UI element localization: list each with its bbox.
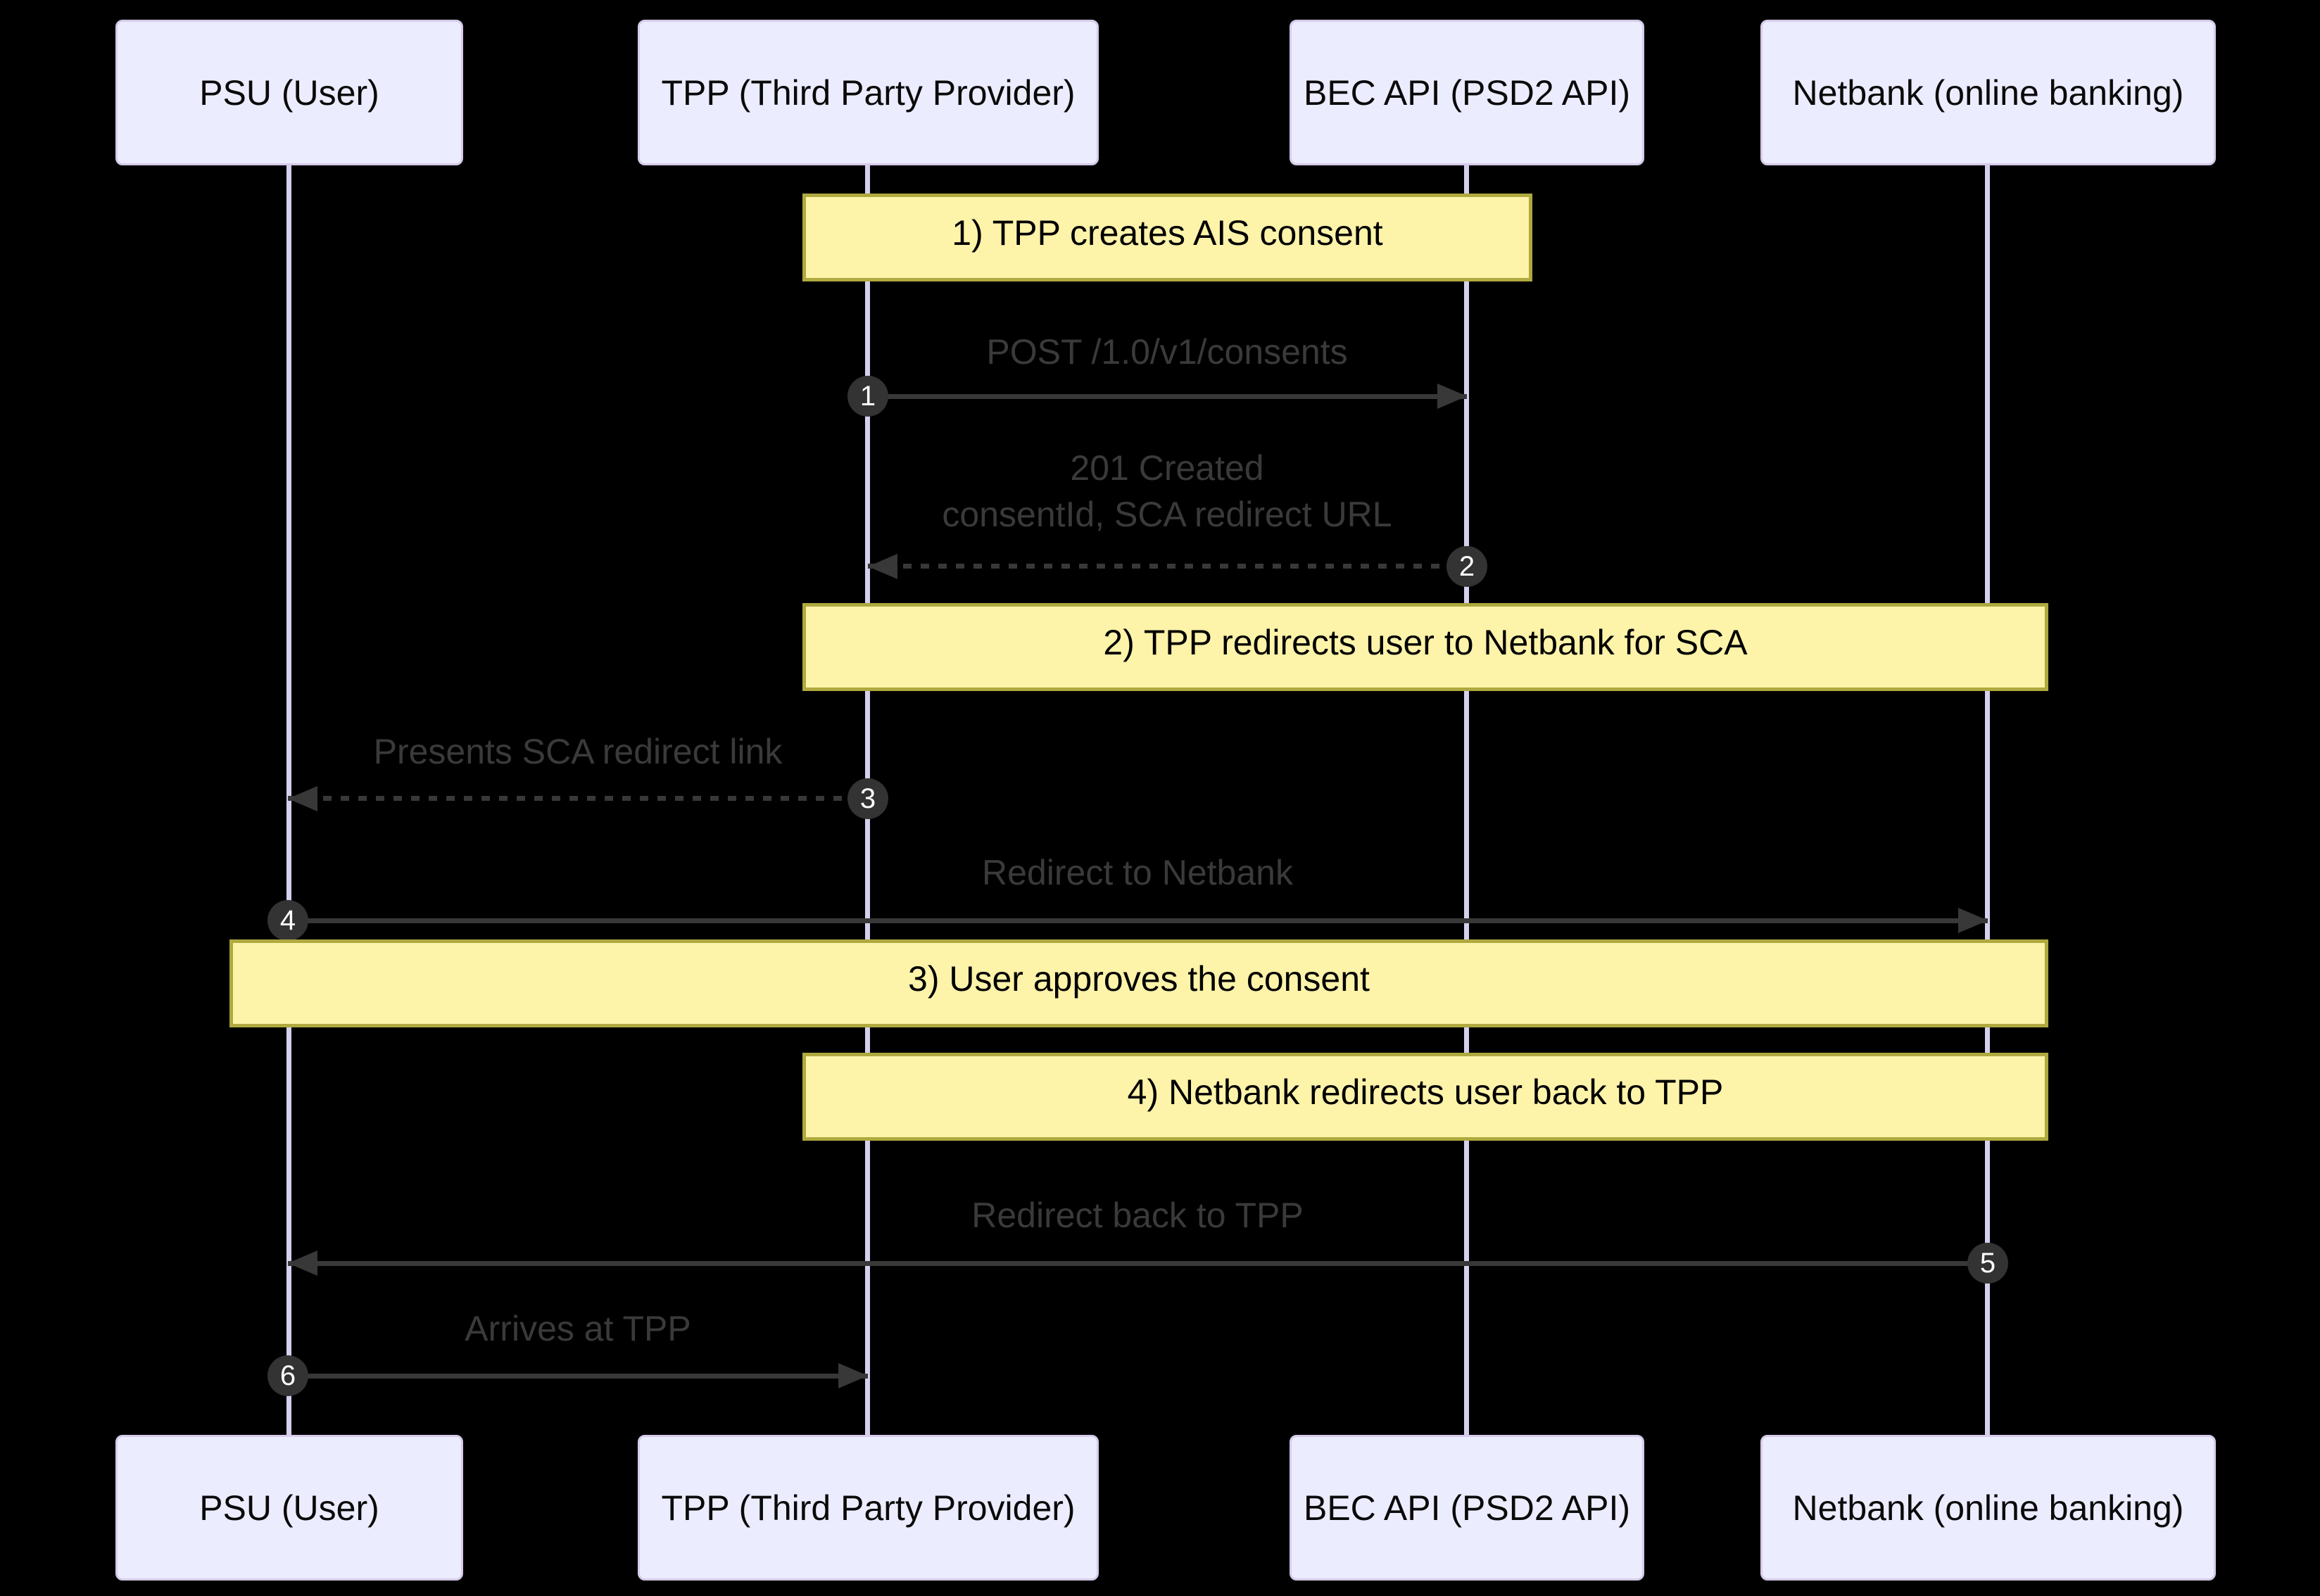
message-6-number-badge: 6 [267,1355,308,1396]
message-1-line [868,394,1467,399]
message-5-line [288,1261,1988,1266]
message-1-number-badge: 1 [847,376,888,417]
message-4-label: Redirect to Netbank [982,853,1293,892]
message-2-arrowhead-icon [868,554,897,579]
lifeline-bec-api [1464,165,1469,1435]
participant-tpp-top: TPP (Third Party Provider) [638,20,1099,165]
participant-netbank-label: Netbank (online banking) [1792,72,2184,113]
message-5-number-badge: 5 [1967,1243,2008,1284]
note-3-label: 3) User approves the consent [908,958,1370,999]
participant-psu-top: PSU (User) [115,20,463,165]
participant-netbank-label: Netbank (online banking) [1792,1488,2184,1528]
participant-psu-label: PSU (User) [199,72,379,113]
note-4-netbank-redirects-user-back: 4) Netbank redirects user back to TPP [802,1053,2048,1141]
message-5-arrowhead-icon [288,1250,317,1276]
message-6-line [288,1374,868,1379]
lifeline-netbank [1985,165,1990,1435]
message-3-label: Presents SCA redirect link [373,732,783,771]
participant-netbank-bottom: Netbank (online banking) [1760,1435,2216,1581]
note-3-user-approves-consent: 3) User approves the consent [229,939,2048,1027]
participant-bec-api-label: BEC API (PSD2 API) [1303,1488,1631,1528]
message-2-line [868,564,1467,569]
message-2-number-badge: 2 [1446,546,1487,587]
message-1-label: POST /1.0/v1/consents [986,332,1348,372]
participant-psu-bottom: PSU (User) [115,1435,463,1581]
message-4-arrowhead-icon [1958,908,1988,933]
participant-tpp-label: TPP (Third Party Provider) [661,1488,1076,1528]
note-2-tpp-redirects-user-to-netbank: 2) TPP redirects user to Netbank for SCA [802,603,2048,691]
message-4-line [288,918,1988,923]
participant-bec-api-bottom: BEC API (PSD2 API) [1290,1435,1644,1581]
note-4-label: 4) Netbank redirects user back to TPP [1127,1072,1724,1112]
participant-psu-label: PSU (User) [199,1488,379,1528]
message-1-arrowhead-icon [1437,384,1467,409]
participant-tpp-bottom: TPP (Third Party Provider) [638,1435,1099,1581]
participant-netbank-top: Netbank (online banking) [1760,20,2216,165]
message-5-label: Redirect back to TPP [971,1196,1304,1235]
participant-bec-api-top: BEC API (PSD2 API) [1290,20,1644,165]
participant-tpp-label: TPP (Third Party Provider) [661,72,1076,113]
note-1-label: 1) TPP creates AIS consent [952,213,1383,253]
note-2-label: 2) TPP redirects user to Netbank for SCA [1103,622,1748,662]
message-6-arrowhead-icon [838,1363,868,1388]
message-6-label: Arrives at TPP [465,1309,691,1348]
note-1-tpp-creates-ais-consent: 1) TPP creates AIS consent [802,194,1532,281]
message-3-arrowhead-icon [288,786,317,811]
message-4-number-badge: 4 [267,900,308,941]
message-2-label: 201 Created consentId, SCA redirect URL [942,448,1392,534]
message-3-line [288,796,868,801]
participant-bec-api-label: BEC API (PSD2 API) [1303,72,1631,113]
message-3-number-badge: 3 [847,778,888,819]
